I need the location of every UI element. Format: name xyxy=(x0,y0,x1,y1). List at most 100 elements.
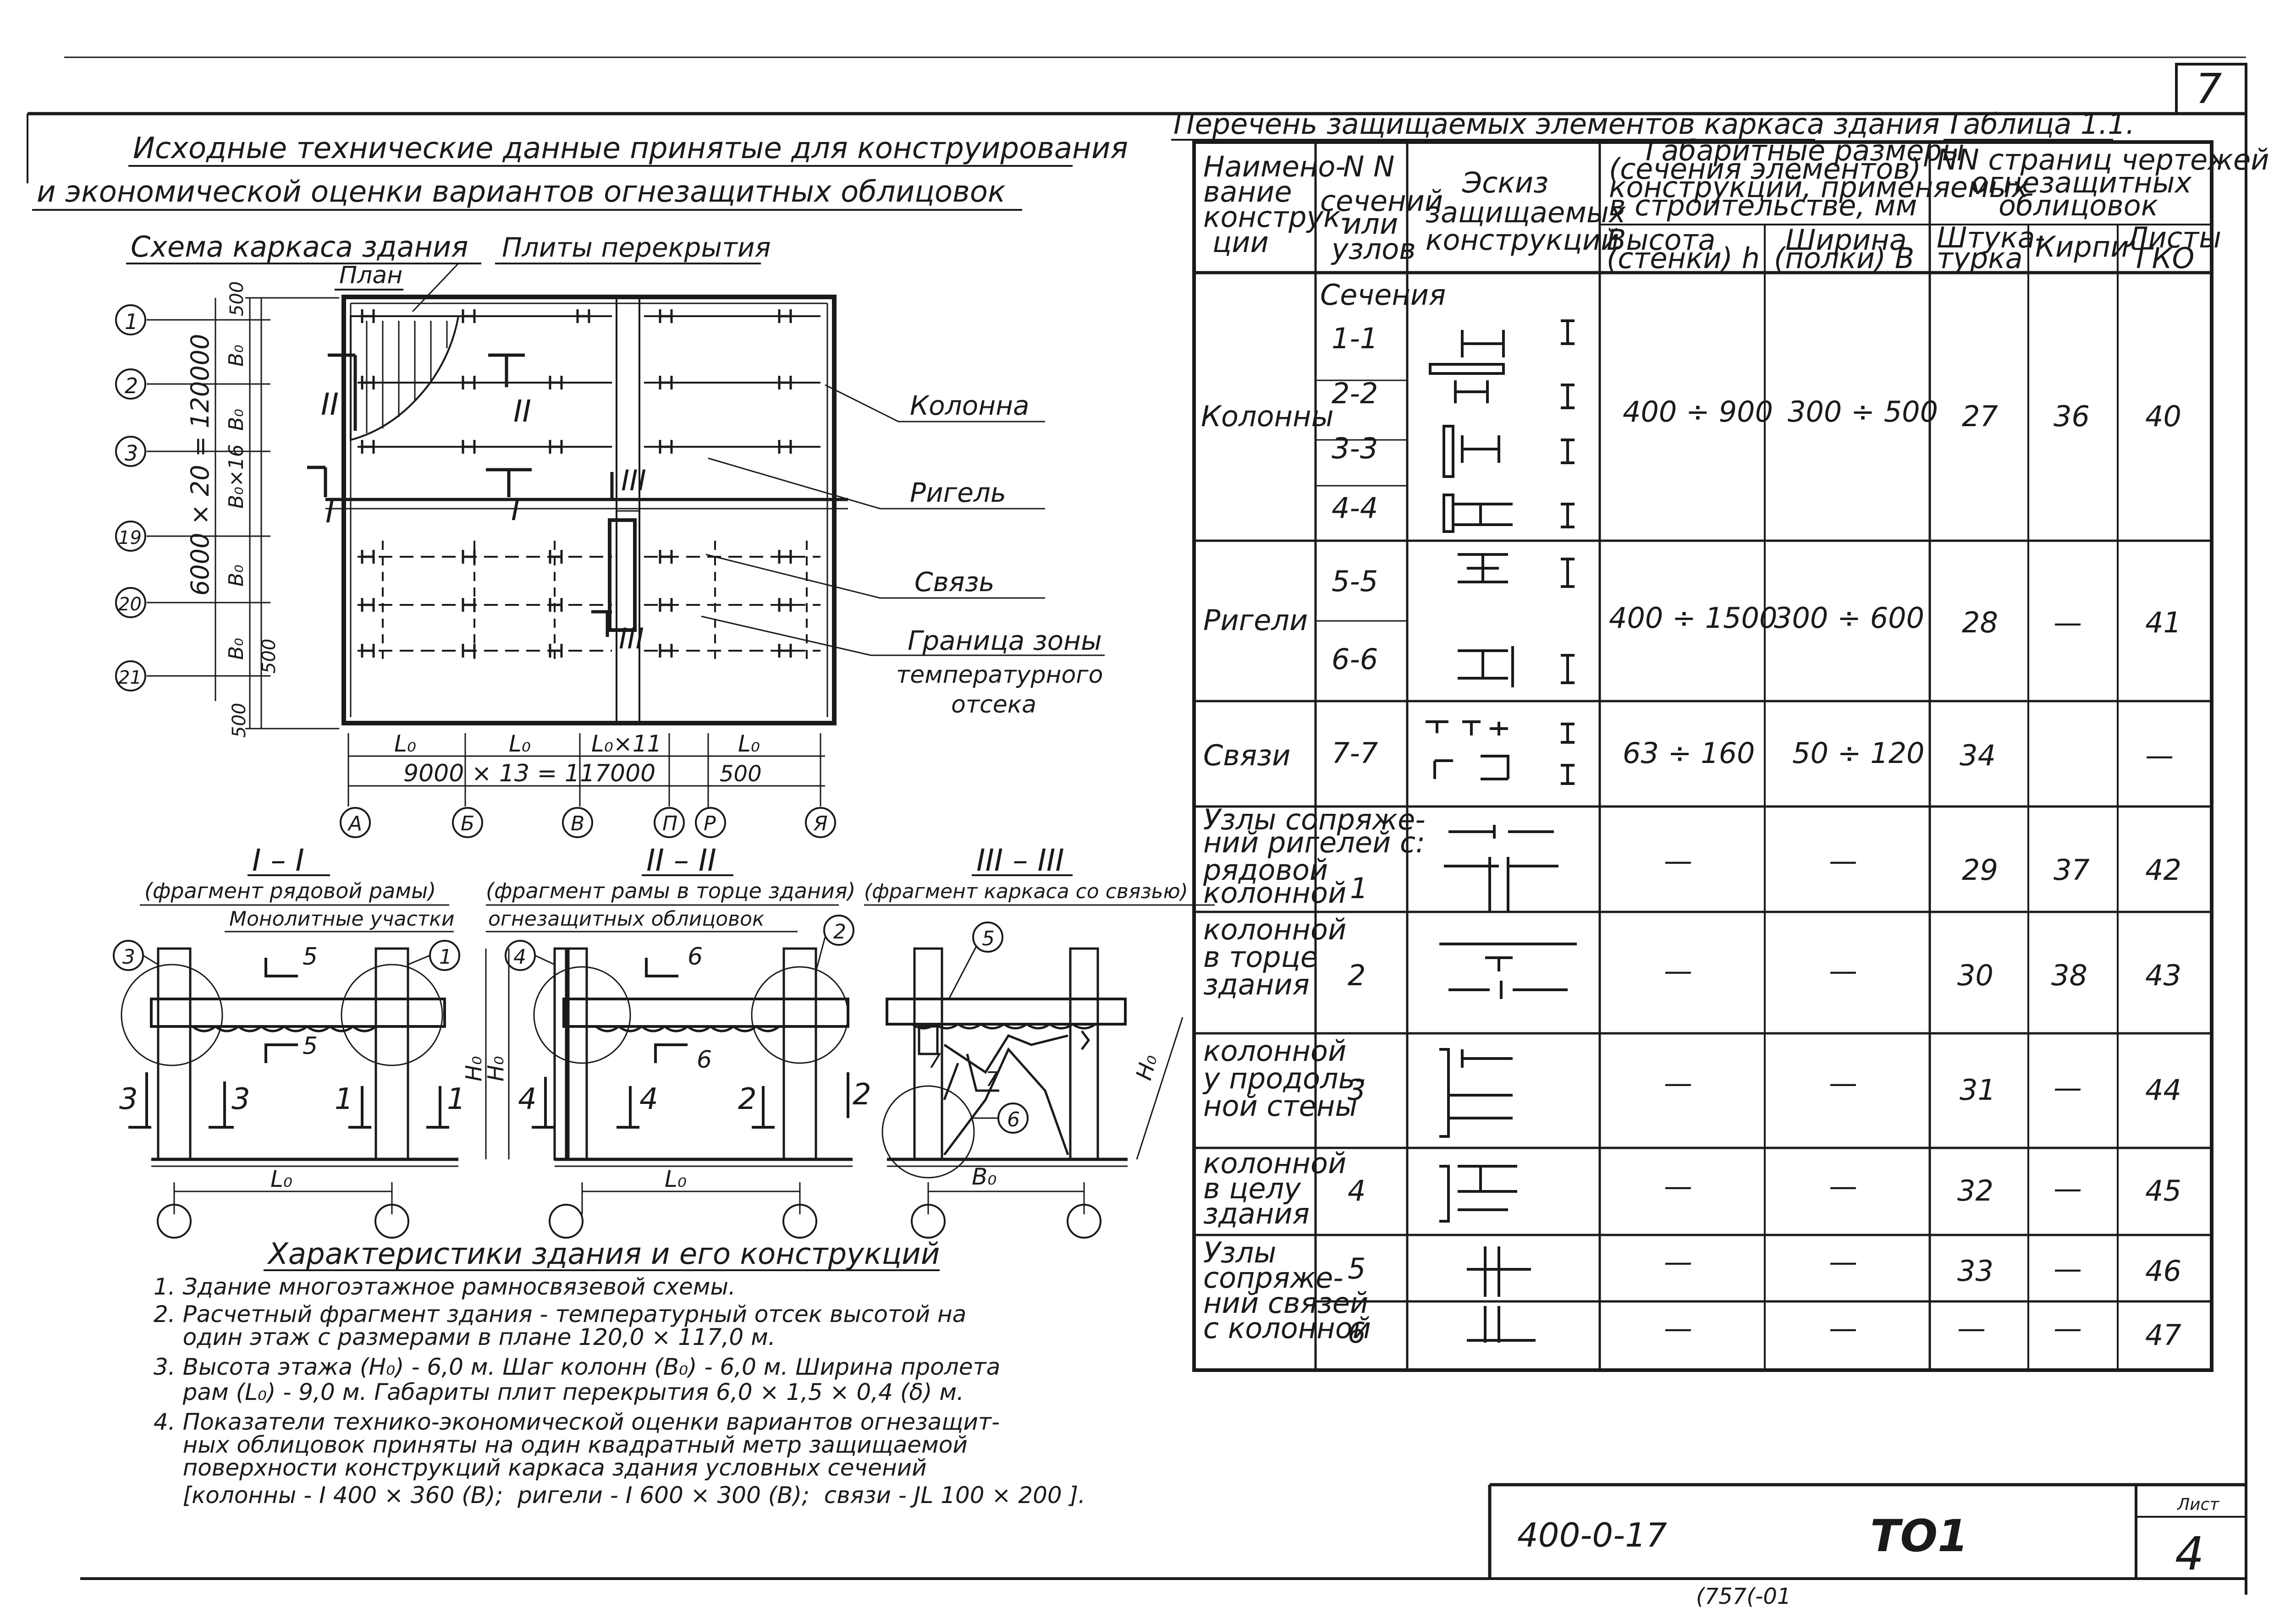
s1-mark-5a: 5 xyxy=(303,943,318,971)
row-dim-b0x16: B₀×16 xyxy=(225,444,248,509)
node-2-p3: 43 xyxy=(2145,959,2181,992)
s2-mark-6a: 6 xyxy=(688,943,703,971)
sec-1-1: 1-1 xyxy=(1332,322,1378,355)
node-3-p2: — xyxy=(2054,1071,2082,1104)
brace-node-6-no: 6 xyxy=(1348,1316,1366,1350)
node-1-no: 1 xyxy=(1350,872,1368,905)
sheet-number-box: 7 xyxy=(2175,63,2247,115)
s1-bubble-3: 3 xyxy=(122,945,135,969)
sec-5-5: 5-5 xyxy=(1332,565,1378,598)
sec-2-2: 2-2 xyxy=(1332,377,1378,410)
bottom-dim-500: 500 xyxy=(720,761,762,787)
row-axis-1: 1 xyxy=(125,309,138,334)
girders-p2: — xyxy=(2054,606,2082,639)
col-dim-l0-3: L₀ xyxy=(738,730,760,757)
columns-p1: 27 xyxy=(1962,400,1998,433)
row-girders-name: Ригели xyxy=(1203,604,1308,637)
node-3-p1: 31 xyxy=(1960,1073,1996,1107)
node-2-h: — xyxy=(1664,954,1692,988)
scheme-title: Схема каркаса здания xyxy=(131,230,468,263)
node-2-no: 2 xyxy=(1348,959,1366,992)
hdr-dims-group: Габаритные размеры (сечения элементов) к… xyxy=(1609,134,2037,222)
s3-dim-h0: H₀ xyxy=(1131,1052,1162,1083)
brace-node-6-p2: — xyxy=(2054,1311,2082,1345)
columns-p2: 36 xyxy=(2054,400,2090,433)
braces-height: 63 ÷ 160 xyxy=(1623,736,1755,770)
sheet-frame xyxy=(27,56,2247,1595)
sec-6-6: 6-6 xyxy=(1332,642,1378,676)
sec-4-4: 4-4 xyxy=(1332,491,1378,525)
char-line-4: 3. Высота этажа (H₀) - 6,0 м. Шаг колонн… xyxy=(154,1354,1000,1380)
sheet-number: 7 xyxy=(2196,65,2222,113)
nodes-label: Узлы сопряже-ний ригелей с: xyxy=(1203,803,1426,859)
sections-row: I – I (фрагмент рядовой рамы) II – II (ф… xyxy=(113,843,1215,1239)
node-2-p2: 38 xyxy=(2051,959,2087,992)
characteristics: Характеристики здания и его конструкций … xyxy=(154,1237,1085,1509)
sheet-label: Лист xyxy=(2176,1495,2219,1514)
row-braces-name: Связи xyxy=(1203,739,1290,772)
s3-dim-b0: B₀ xyxy=(972,1163,997,1190)
hdr-height: Высота(стенки) h xyxy=(1607,223,1760,275)
brace-node-5-p2: — xyxy=(2054,1252,2082,1285)
slabs-label: Плиты перекрытия xyxy=(502,232,771,263)
node-3-h: — xyxy=(1664,1066,1692,1100)
sec-7-7: 7-7 xyxy=(1332,736,1378,770)
col-axis-P: П xyxy=(662,812,677,835)
s1-dim-l0: L₀ xyxy=(270,1166,292,1192)
section-1-sub: (фрагмент рядовой рамы) xyxy=(144,878,436,903)
callout-brace: Связь xyxy=(914,566,995,598)
girders-p3: 41 xyxy=(2145,606,2181,639)
s1-mark-1b: 1 xyxy=(447,1082,466,1116)
cut-mark-I-right: I xyxy=(511,492,520,527)
col-axis-B: Б xyxy=(461,812,474,835)
bottom-note: (757(-01 xyxy=(1696,1584,1791,1609)
brace-node-5-p1: 33 xyxy=(1957,1254,1993,1288)
section-2-title: II – II xyxy=(646,843,716,878)
brace-node-6-h: — xyxy=(1664,1311,1692,1345)
section-2-sub: (фрагмент рамы в торце здания) xyxy=(486,878,856,903)
sections-word: Сечения xyxy=(1320,278,1446,312)
s1-mark-3b: 3 xyxy=(231,1082,250,1116)
node-3-no: 3 xyxy=(1348,1073,1366,1107)
brace-node-5-b: — xyxy=(1829,1245,1857,1278)
s1-dim-h0: H₀ xyxy=(461,1056,487,1081)
col-dim-l0-2: L₀ xyxy=(509,730,531,757)
title-block: 400-0-17 ТО1 Лист 4 (757(-01 xyxy=(1488,1483,2246,1609)
vertical-overall-dim: 6000 × 20 = 120000 xyxy=(186,334,215,596)
brace-node-6-p1: — xyxy=(1957,1311,1986,1345)
sheet-value: 4 xyxy=(2175,1527,2204,1580)
s1-mark-3a: 3 xyxy=(119,1082,138,1116)
section-3-sub: (фрагмент каркаса со связью) xyxy=(864,880,1188,903)
cut-mark-I-left: I xyxy=(325,494,334,530)
row-dim-500-top: 500 xyxy=(226,281,248,316)
brace-node-5-no: 5 xyxy=(1348,1252,1366,1285)
s2-mark-4b: 4 xyxy=(639,1082,658,1116)
s2-mark-2b: 2 xyxy=(853,1078,871,1112)
girders-p1: 28 xyxy=(1962,606,1998,639)
row-axis-3: 3 xyxy=(125,441,138,466)
node-4-p1: 32 xyxy=(1957,1174,1993,1207)
node-3-p3: 44 xyxy=(2145,1073,2181,1107)
node-3-b: — xyxy=(1829,1066,1857,1100)
hdr-plaster: Штука-турка xyxy=(1937,221,2045,275)
callout-border-1: Граница зоны xyxy=(908,625,1102,656)
brace-node-6-p3: 47 xyxy=(2145,1318,2181,1352)
table-caption: Перечень защищаемых элементов каркаса зд… xyxy=(1173,107,1940,141)
s2-mark-2a: 2 xyxy=(738,1082,757,1116)
col-axis-V: В xyxy=(571,812,584,835)
cut-marks: II II I I III III xyxy=(307,353,646,655)
char-line-1: 1. Здание многоэтажное рамносвязевой схе… xyxy=(154,1273,736,1300)
node-1-p1: 29 xyxy=(1962,853,1998,887)
node-1-b: — xyxy=(1829,844,1857,878)
cut-mark-III-top: III xyxy=(621,464,646,497)
cut-mark-III-bottom: III xyxy=(619,622,644,655)
s3-mark-7a: 7 xyxy=(928,1049,941,1073)
char-line-8: поверхности конструкций каркаса здания у… xyxy=(154,1454,927,1481)
node-1-p2: 37 xyxy=(2054,853,2090,887)
